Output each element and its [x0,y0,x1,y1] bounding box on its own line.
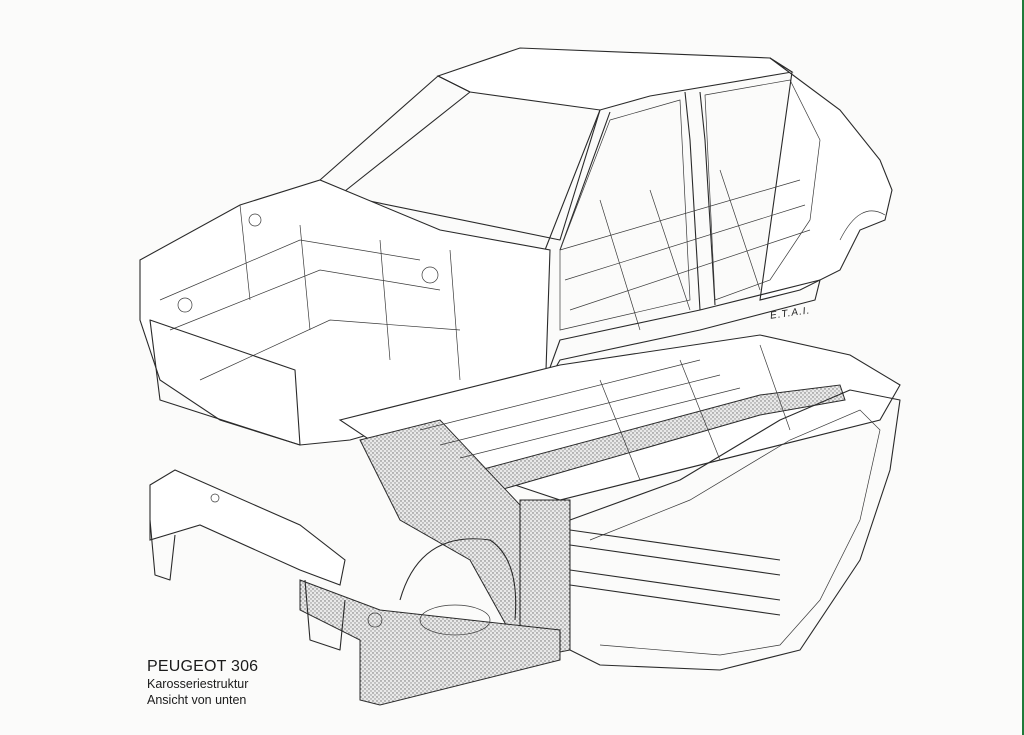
front-subframe [149,469,346,586]
caption-line-1: Karosseriestruktur [147,677,249,691]
rear-side-ring-inner [589,409,881,656]
caption-line-2: Ansicht von unten [147,693,247,707]
bay-hole [248,213,262,227]
front-crossmember [149,319,301,446]
strut-mount-right [421,266,439,284]
roof-panel [436,47,794,111]
side-sill [539,279,821,396]
front-bumper-beam-shaded [299,579,561,706]
mount-point [367,612,383,628]
rear-crossmember [569,569,781,616]
diagonal-brace [569,529,781,576]
rear-wheel-arch [839,210,886,241]
rear-quarter [759,57,893,301]
strut-mount-left [177,297,193,313]
a-pillar [539,109,611,396]
scan-edge [1022,0,1024,735]
figure-caption: PEUGEOT 306 Karosseriestruktur Ansicht v… [147,657,258,708]
front-door-opening [559,99,691,331]
engine-bay-detail [159,204,461,381]
b-pillar [684,91,716,311]
front-arm-right [304,579,346,651]
rear-door-opening [704,79,821,301]
wheel-well-floor [419,604,491,636]
lower-underbody [149,334,901,706]
rear-side-ring [569,389,901,671]
subframe-hole [210,493,220,503]
caption-title: PEUGEOT 306 [147,658,259,675]
floor-ribs [419,344,791,481]
front-wheel-well [399,538,517,621]
floor-pan [559,169,811,331]
upper-body-shell [139,47,893,446]
front-arm-left [149,519,176,581]
